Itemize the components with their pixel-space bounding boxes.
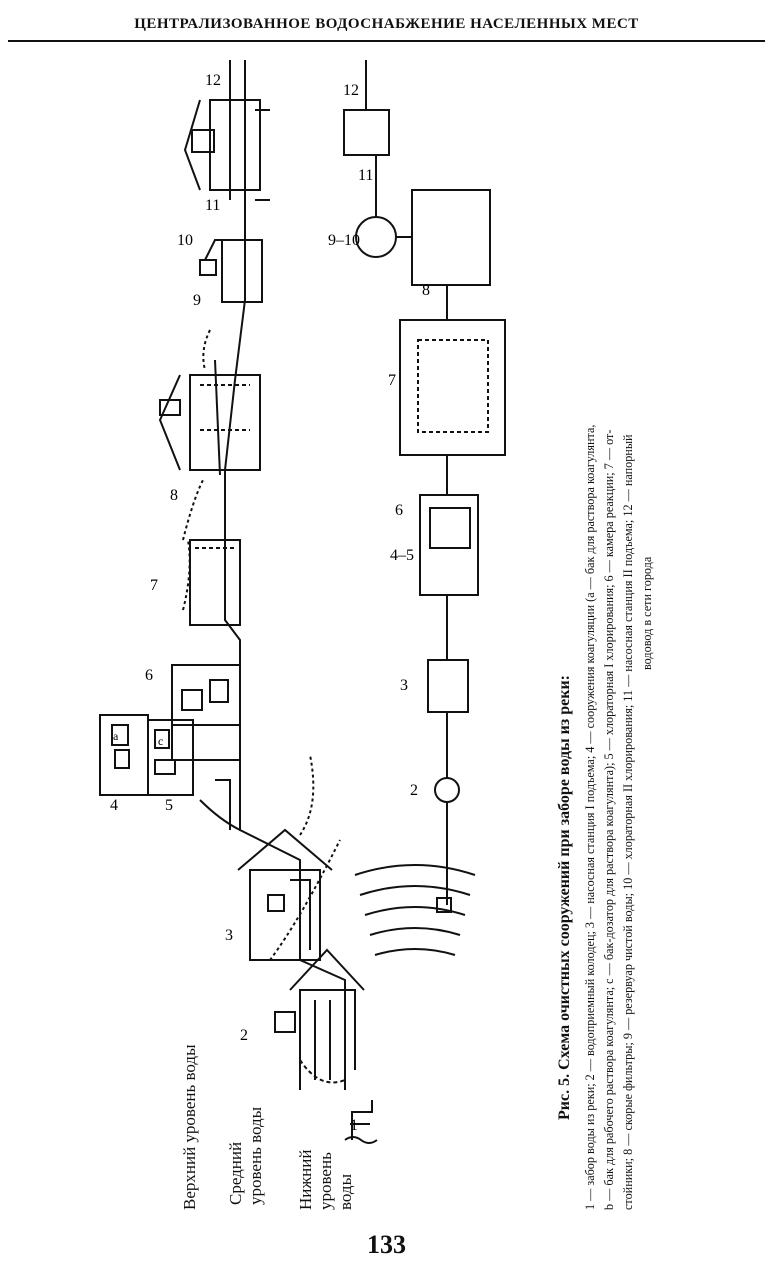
plan-pump-station-2 <box>343 109 390 156</box>
header-title: ЦЕНТРАЛИЗОВАННОЕ ВОДОСНАБЖЕНИЕ НАСЕЛЕННЫ… <box>134 16 639 32</box>
middle-water-level-line-2: уровень воды <box>246 1106 265 1205</box>
header-rule <box>8 40 765 42</box>
settling-tanks-drawing <box>182 479 241 626</box>
plan-pump-station-1 <box>427 659 469 713</box>
plan-settling-tanks <box>399 319 506 456</box>
label-1: 1 <box>350 1117 358 1134</box>
middle-water-level-label: Средний уровень воды <box>226 1107 266 1205</box>
caption-line-4: водовод в сети города <box>640 556 654 670</box>
label-3: 3 <box>225 927 233 944</box>
lower-water-level-line-2: уровень <box>316 1152 335 1210</box>
middle-water-level-line-1: Средний <box>226 1141 245 1205</box>
plan-reservoir <box>355 216 397 258</box>
clean-water-reservoir-drawing <box>199 239 263 371</box>
label-2: 2 <box>240 1027 248 1044</box>
plan-label-11: 11 <box>358 167 373 184</box>
plan-settling-inner <box>417 339 489 433</box>
plan-label-12: 12 <box>343 82 359 99</box>
plan-receiving-well <box>434 777 460 803</box>
plan-view <box>343 60 506 956</box>
lower-water-level-line-3: воды <box>336 1174 355 1210</box>
pump-station-2-drawing <box>183 60 270 201</box>
plan-label-6: 6 <box>395 502 403 519</box>
plan-intake <box>436 897 452 913</box>
receiving-well-drawing <box>274 948 365 1090</box>
plan-label-8: 8 <box>422 282 430 299</box>
plan-label-7: 7 <box>388 372 396 389</box>
main-pipe <box>224 200 346 1090</box>
pump-station-1-drawing <box>237 754 341 961</box>
figure-caption-legend: 1 — забор воды из реки; 2 — водоприемный… <box>581 425 657 1210</box>
caption-line-3: стойники; 8 — скорые фильтры; 9 — резерв… <box>621 434 635 1210</box>
plan-pipe <box>365 60 448 905</box>
page-number: 133 <box>367 1230 406 1259</box>
label-5: 5 <box>165 797 173 814</box>
plan-label-45: 4–5 <box>390 547 414 564</box>
caption-line-2: b — бак для рабочего раствора коагулянта… <box>602 429 616 1210</box>
lower-water-level-label: Нижний уровень воды <box>296 1150 356 1210</box>
caption-title: Рис. 5. Схема очистных сооружений при за… <box>556 675 573 1120</box>
plan-label-2: 2 <box>410 782 418 799</box>
plan-coagulation-reaction <box>419 494 479 596</box>
label-12: 12 <box>205 72 221 89</box>
plan-reaction-cells <box>429 507 471 549</box>
coagulation-building-drawing <box>99 714 241 831</box>
label-10: 10 <box>177 232 193 249</box>
reaction-chamber-drawing <box>171 664 241 761</box>
label-9: 9 <box>193 292 201 309</box>
river-intake-drawing <box>344 1100 378 1144</box>
upper-water-level-label: Верхний уровень воды <box>180 1044 199 1211</box>
fast-filters-drawing <box>158 359 261 476</box>
caption-line-1: 1 — забор воды из реки; 2 — водоприемный… <box>583 424 597 1210</box>
river-arcs <box>354 864 476 956</box>
label-11: 11 <box>205 197 220 214</box>
page-header: ЦЕНТРАЛИЗОВАННОЕ ВОДОСНАБЖЕНИЕ НАСЕЛЕННЫ… <box>0 8 773 42</box>
label-6: 6 <box>145 667 153 684</box>
plan-label-3: 3 <box>400 677 408 694</box>
elevation-view <box>99 60 378 1144</box>
label-7: 7 <box>150 577 158 594</box>
plan-label-910: 9–10 <box>328 232 360 249</box>
label-a: a <box>113 729 119 743</box>
label-4: 4 <box>110 797 118 814</box>
figure-caption-title: Рис. 5. Схема очистных сооружений при за… <box>556 675 574 1120</box>
label-8: 8 <box>170 487 178 504</box>
lower-water-level-line-1: Нижний <box>296 1149 315 1210</box>
label-c: c <box>158 734 163 748</box>
plan-fast-filters <box>411 189 491 286</box>
